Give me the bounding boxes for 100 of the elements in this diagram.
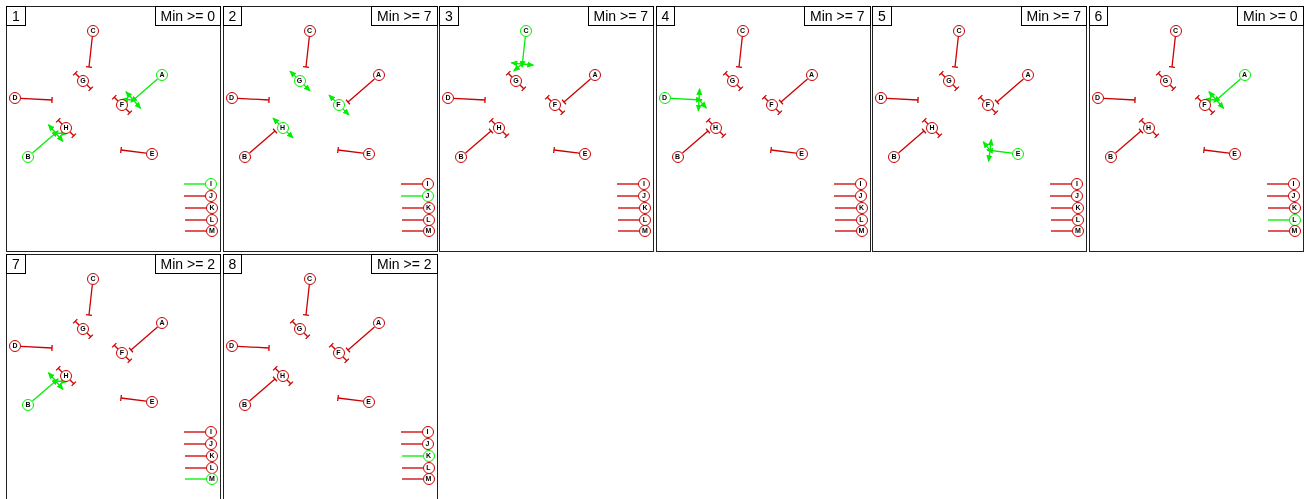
connector-line [400, 478, 424, 480]
burst-arrow [31, 371, 68, 402]
connector-line [734, 36, 743, 68]
connector-line [236, 96, 270, 104]
connector-line [248, 376, 278, 402]
connector-line [1114, 128, 1144, 154]
connector-line [399, 443, 423, 445]
connector-line [336, 146, 364, 154]
burst-arrow [31, 123, 68, 154]
panel-number: 2 [222, 6, 243, 26]
panel-frame [439, 6, 654, 252]
connector-line [119, 394, 147, 402]
connector-line [183, 443, 206, 445]
threshold-label: Min >= 7 [587, 6, 654, 26]
panel-frame [1088, 6, 1304, 252]
connector-line [833, 207, 857, 209]
threshold-label: Min >= 0 [1237, 6, 1304, 26]
connector-line [464, 128, 494, 154]
threshold-label: Min >= 2 [154, 254, 221, 274]
connector-line [561, 78, 592, 105]
connector-line [1049, 183, 1072, 185]
connector-line [1265, 195, 1289, 197]
connector-line [183, 431, 206, 433]
panel-number: 8 [222, 254, 243, 274]
connector-line [344, 78, 375, 105]
connector-line [400, 455, 424, 457]
connector-line [453, 96, 486, 104]
burst-arrow [1203, 78, 1241, 110]
panel-number: 3 [439, 6, 459, 26]
connector-line [184, 478, 207, 480]
connector-line [184, 219, 207, 221]
connector-line [344, 326, 375, 353]
connector-line [1266, 219, 1290, 221]
burst-arrow [982, 138, 1013, 163]
connector-line [1050, 219, 1073, 221]
burst-arrow [510, 36, 535, 72]
connector-line [183, 183, 206, 185]
connector-line [833, 219, 857, 221]
connector-line [1050, 207, 1073, 209]
connector-line [832, 183, 856, 185]
connector-line [1167, 36, 1176, 68]
connector-line [85, 36, 93, 68]
connector-line [400, 207, 424, 209]
connector-line [183, 195, 206, 197]
panel-number: 7 [6, 254, 26, 274]
connector-line [248, 128, 278, 154]
panel-frame [6, 6, 221, 252]
connector-line [617, 219, 640, 221]
threshold-label: Min >= 7 [371, 6, 438, 26]
connector-line [1049, 195, 1072, 197]
connector-line [399, 183, 423, 185]
connector-line [1102, 96, 1136, 104]
connector-line [777, 78, 808, 105]
panel-number: 4 [655, 6, 676, 26]
connector-line [184, 455, 207, 457]
connector-line [336, 394, 364, 402]
connector-line [400, 219, 424, 221]
connector-line [617, 230, 640, 232]
threshold-label: Min >= 2 [371, 254, 438, 274]
connector-line [681, 128, 711, 154]
panel-frame [222, 6, 438, 252]
connector-line [301, 284, 310, 316]
connector-line [616, 195, 639, 197]
panel-number: 1 [6, 6, 26, 26]
connector-line [128, 326, 159, 353]
panel-number: 5 [872, 6, 892, 26]
connector-line [769, 146, 797, 154]
panel-frame [6, 254, 221, 499]
connector-line [1050, 230, 1073, 232]
connector-line [399, 195, 423, 197]
connector-line [301, 36, 310, 68]
connector-line [616, 183, 639, 185]
connector-line [994, 78, 1025, 105]
connector-line [236, 344, 270, 352]
panel-frame [222, 254, 438, 499]
connector-line [1266, 230, 1290, 232]
panel-number: 6 [1088, 6, 1109, 26]
connector-line [833, 230, 857, 232]
threshold-label: Min >= 7 [1020, 6, 1087, 26]
threshold-label: Min >= 7 [804, 6, 871, 26]
panel-frame [655, 6, 871, 252]
connector-line [1202, 146, 1230, 154]
connector-line [184, 207, 207, 209]
threshold-label: Min >= 0 [154, 6, 221, 26]
connector-line [184, 467, 207, 469]
connector-line [184, 230, 207, 232]
connector-line [617, 207, 640, 209]
connector-line [85, 284, 93, 316]
connector-line [886, 96, 919, 104]
connector-line [20, 344, 53, 352]
connector-line [897, 128, 927, 154]
connector-line [951, 36, 959, 68]
connector-line [552, 146, 580, 154]
burst-arrow [669, 87, 707, 112]
connector-line [399, 431, 423, 433]
connector-line [832, 195, 856, 197]
connector-line [119, 146, 147, 154]
connector-line [1266, 207, 1290, 209]
connector-line [400, 230, 424, 232]
burst-arrow [121, 78, 159, 110]
